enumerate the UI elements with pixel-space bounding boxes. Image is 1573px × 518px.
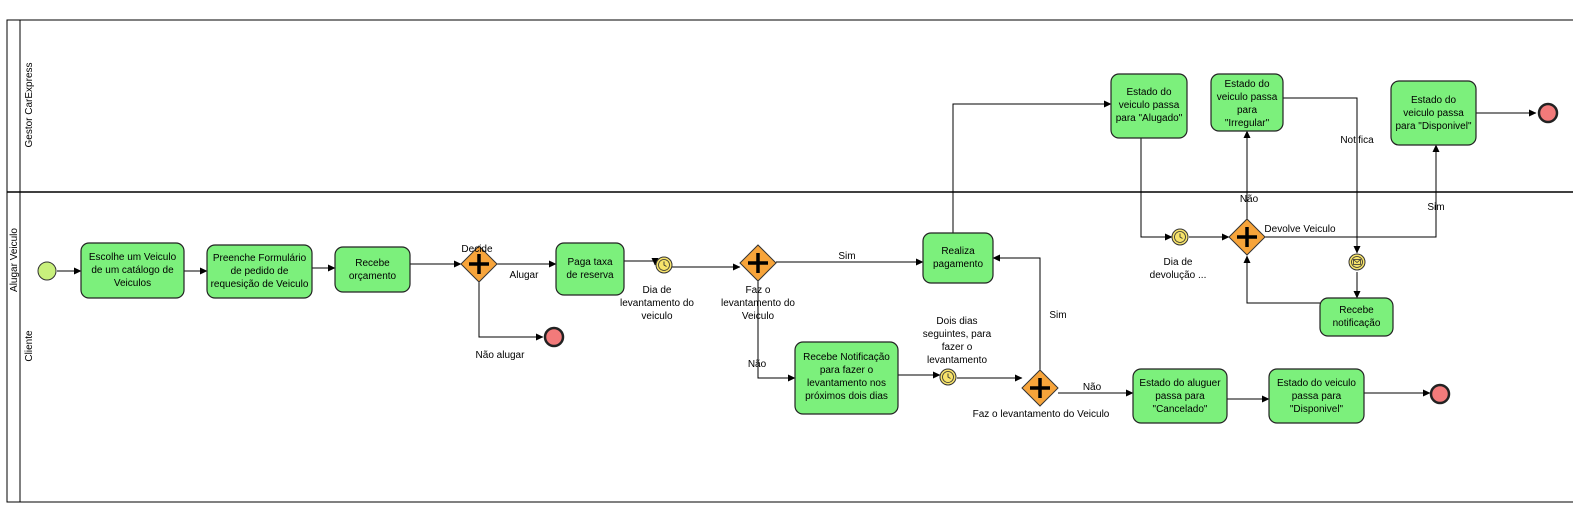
flow-gw3-g3 xyxy=(1265,144,1440,238)
flow-label-alugar: Alugar xyxy=(510,270,540,281)
message-event-icon xyxy=(1348,253,1366,271)
flow-label-nao-alugar: Não alugar xyxy=(476,350,526,361)
gateway-decide xyxy=(460,245,498,283)
flow-label-sim-disponivel: Sim xyxy=(1427,202,1444,213)
gateway-devolve xyxy=(1228,218,1266,256)
flow-t5-g1 xyxy=(952,100,1112,233)
gateway-label-decide: Decide xyxy=(461,244,493,255)
flow-label-nao-irregular: Não xyxy=(1240,194,1259,205)
gateway-label-levantamento-2: Faz o levantamento do Veiculo xyxy=(973,409,1110,420)
gateway-label-devolve: Devolve Veiculo xyxy=(1264,224,1336,235)
flow-gw-t6 xyxy=(757,281,796,382)
timer-icon-devolucao xyxy=(1171,228,1189,246)
flow-label-nao-cancelado: Não xyxy=(1083,382,1102,393)
flow-label-sim-levantamento: Sim xyxy=(1049,310,1066,321)
lane-label-gestor: Gestor CarExpress xyxy=(24,62,35,147)
flow-label-notifica: Notifica xyxy=(1340,135,1374,146)
start-event xyxy=(37,261,57,281)
flow-gw2-t5 xyxy=(992,254,1041,370)
flow-label-nao-notificacao: Não xyxy=(748,359,767,370)
flow-t4-timer1 xyxy=(624,258,659,266)
flow-g1-timer3 xyxy=(1140,138,1173,241)
gateway-levantamento-2 xyxy=(1021,369,1059,407)
flow-decide-end xyxy=(478,282,544,341)
sequence-flows xyxy=(57,97,1537,403)
end-event-disponivel xyxy=(1429,383,1451,405)
flow-t9-gw3 xyxy=(1243,255,1320,304)
gateway-levantamento xyxy=(739,244,777,282)
timer-icon-dois-dias xyxy=(939,368,957,386)
lane-label-cliente: Cliente xyxy=(24,330,35,362)
pool: Alugar Veiculo Gestor CarExpress Cliente xyxy=(6,19,1573,503)
timer-icon-levantamento xyxy=(655,256,673,274)
end-event-gestor xyxy=(1537,102,1559,124)
flow-g2-msg xyxy=(1283,97,1361,254)
flow-label-sim-pagamento: Sim xyxy=(838,251,855,262)
pool-title: Alugar Veiculo xyxy=(9,228,20,292)
end-event-nao-alugar xyxy=(543,326,565,348)
